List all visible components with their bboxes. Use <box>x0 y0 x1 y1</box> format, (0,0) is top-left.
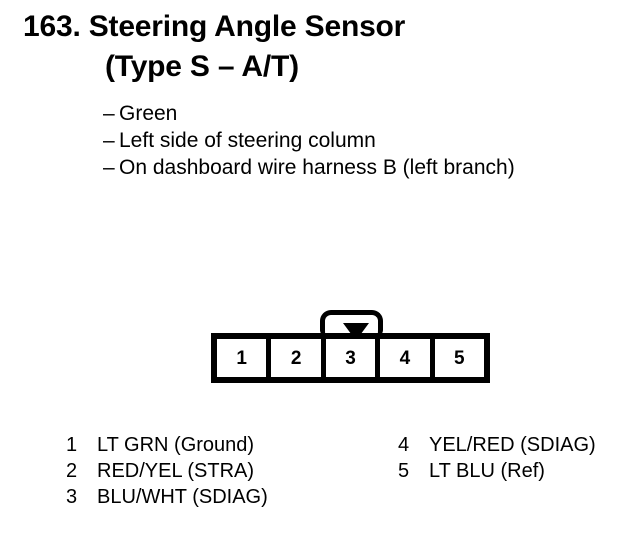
pin-legend-number: 5 <box>398 460 410 482</box>
page-title-line-2: (Type S – A/T) <box>105 50 299 83</box>
pin-legend-right-column: 4 YEL/RED (SDIAG) 5 LT BLU (Ref) <box>398 432 596 484</box>
pin-legend-label: BLU/WHT (SDIAG) <box>97 486 268 508</box>
detail-item: – On dashboard wire harness B (left bran… <box>103 154 623 181</box>
page-title-line-1: 163. Steering Angle Sensor <box>23 10 406 43</box>
detail-item: – Left side of steering column <box>103 127 623 154</box>
connector-pin-label: 1 <box>236 347 247 369</box>
pin-legend-row: 1 LT GRN (Ground) <box>66 432 268 458</box>
dash-icon: – <box>103 102 115 125</box>
detail-item: – Green <box>103 100 623 127</box>
pin-legend-number: 4 <box>398 434 410 456</box>
pin-legend-label: LT BLU (Ref) <box>429 460 545 482</box>
detail-item-text: Green <box>119 102 178 125</box>
pin-legend-number: 2 <box>66 460 78 482</box>
connector-diagram: 1 2 3 4 5 <box>211 310 490 383</box>
dash-icon: – <box>103 156 115 179</box>
connector-pin-1: 1 <box>217 339 272 377</box>
pin-legend-row: 2 RED/YEL (STRA) <box>66 458 268 484</box>
connector-pin-label: 3 <box>345 347 356 369</box>
pin-legend-label: LT GRN (Ground) <box>97 434 255 456</box>
connector-pin-4: 4 <box>380 339 435 377</box>
connector-pin-5: 5 <box>434 339 485 377</box>
pin-legend-left-column: 1 LT GRN (Ground) 2 RED/YEL (STRA) 3 BLU… <box>66 432 268 510</box>
pin-legend-label: RED/YEL (STRA) <box>97 460 255 482</box>
pin-legend-row: 3 BLU/WHT (SDIAG) <box>66 484 268 510</box>
pin-legend-number: 3 <box>66 486 78 508</box>
pin-legend-number: 1 <box>66 434 78 456</box>
detail-list: – Green – Left side of steering column –… <box>103 100 623 181</box>
connector-pin-label: 5 <box>454 347 465 369</box>
connector-pin-3: 3 <box>325 339 381 377</box>
connector-pin-label: 2 <box>290 347 302 369</box>
detail-item-text: Left side of steering column <box>119 129 376 152</box>
detail-item-text: On dashboard wire harness B (left branch… <box>119 156 515 179</box>
pin-legend-label: YEL/RED (SDIAG) <box>429 434 596 456</box>
pin-legend-row: 4 YEL/RED (SDIAG) <box>398 432 596 458</box>
pin-legend-row: 5 LT BLU (Ref) <box>398 458 596 484</box>
connector-pin-label: 4 <box>399 347 411 369</box>
connector-pin-2: 2 <box>271 339 326 377</box>
connector-shell: 1 2 3 4 5 <box>211 333 490 383</box>
dash-icon: – <box>103 129 115 152</box>
